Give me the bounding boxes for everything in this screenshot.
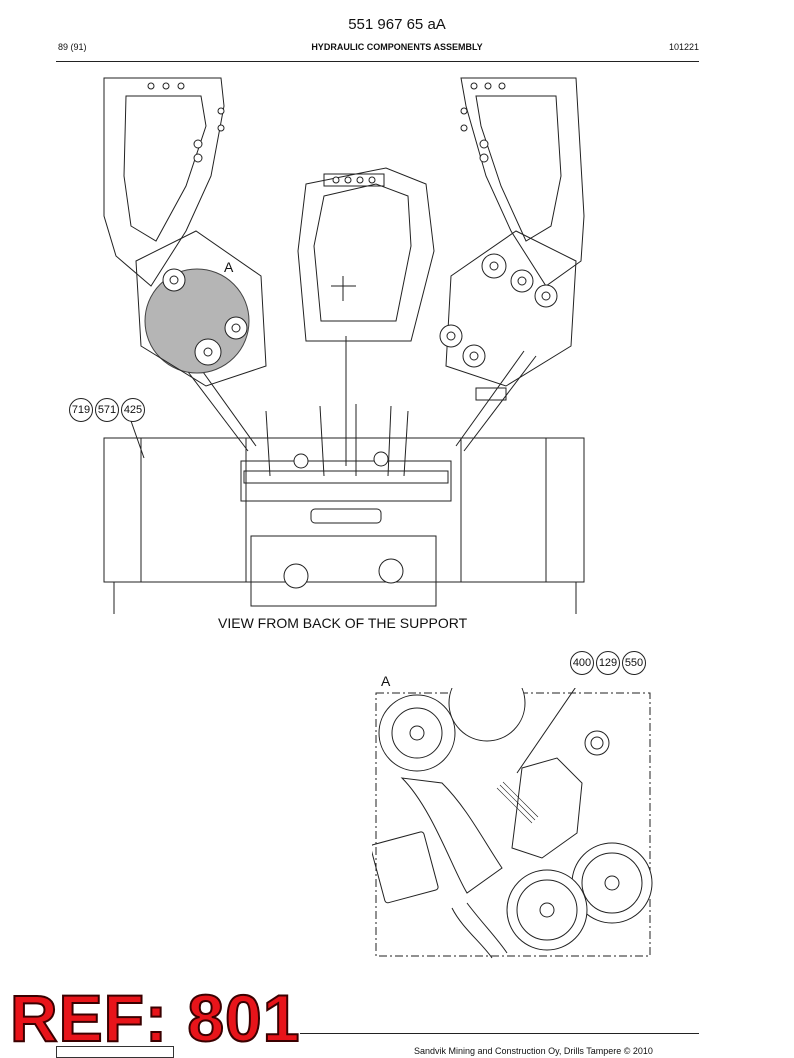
left-arm-bolt-holes [147,82,225,163]
ref-stamp: REF: 801 [9,981,301,1055]
right-arm-frame [460,77,585,287]
view-caption: VIEW FROM BACK OF THE SUPPORT [218,615,468,631]
footer-rule [300,1033,699,1034]
callout-part-571: 571 [95,398,119,422]
detail-a-marker: A [224,259,234,275]
pump-housing [250,535,437,607]
callout-part-129: 129 [596,651,620,675]
detail-a-drawing [372,688,653,959]
page-index: 89 (91) [58,42,87,52]
center-support [297,167,435,342]
document-date: 101221 [668,42,699,52]
footer-copyright: Sandvik Mining and Construction Oy, Dril… [414,1046,653,1056]
document-number: 551 967 65 aA [348,16,446,33]
detail-view-label: A [381,673,391,689]
detail-a-highlight [144,268,250,374]
header-rule [56,61,699,62]
callout-part-719: 719 [69,398,93,422]
right-arm-bolt-holes [460,82,506,163]
base-frame [103,437,585,583]
callout-part-425: 425 [121,398,145,422]
callout-part-550: 550 [622,651,646,675]
callout-part-400: 400 [570,651,594,675]
document-title: HYDRAULIC COMPONENTS ASSEMBLY [311,42,483,52]
left-arm-frame [103,77,225,287]
main-assembly-drawing [103,77,585,614]
